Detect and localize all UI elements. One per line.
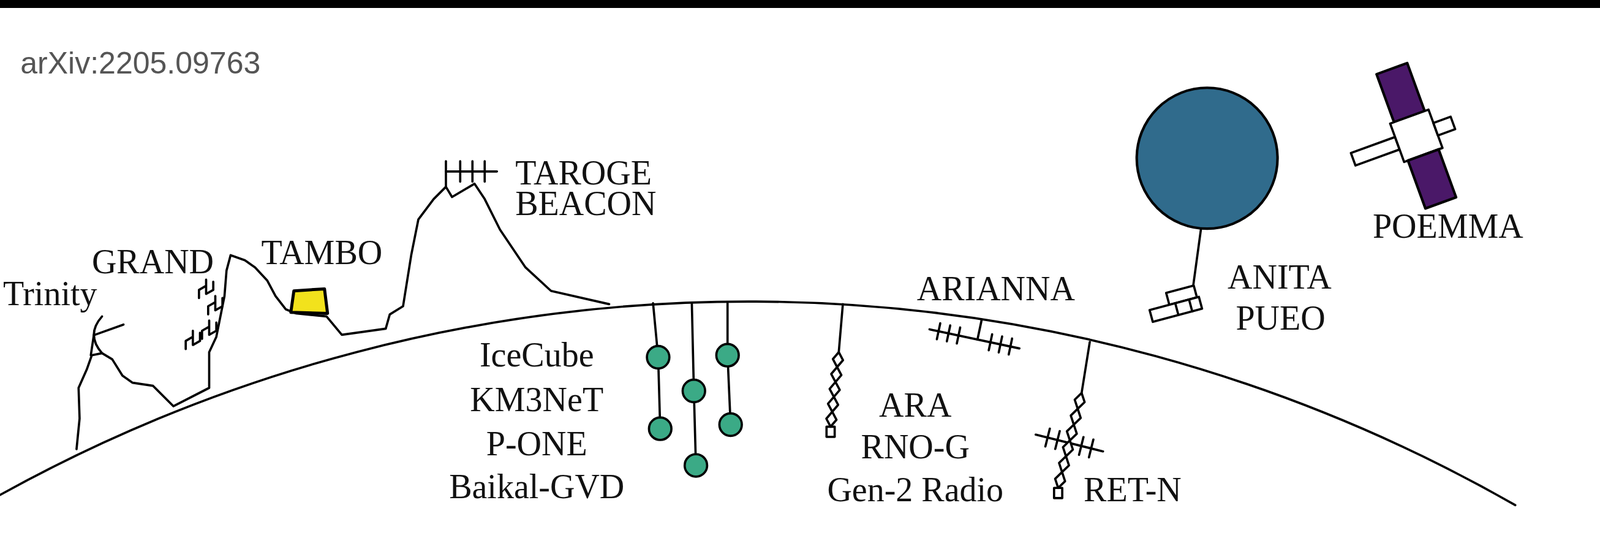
- ret-n-label: RET-N: [1083, 471, 1182, 510]
- twisted-cable: [1062, 440, 1073, 457]
- twisted-cable: [826, 411, 837, 427]
- tambo-detector: [290, 288, 328, 314]
- tambo-label: TAMBO: [260, 233, 383, 272]
- twisted-cable: [1067, 424, 1077, 441]
- twisted-cable: [829, 381, 840, 397]
- grand-label: GRAND: [91, 243, 214, 282]
- twisted-cable: [833, 352, 844, 367]
- twisted-cable: [831, 366, 842, 382]
- twisted-cable: [828, 396, 839, 412]
- trinity-telescope: [90, 316, 124, 355]
- twisted-cable: [1055, 471, 1066, 488]
- rno-g-label: RNO-G: [861, 428, 970, 467]
- arxiv-id: arXiv:2205.09763: [20, 46, 261, 81]
- in-ice-radio-string: [826, 303, 843, 437]
- twisted-cable: [1074, 392, 1085, 409]
- top-bar: [0, 0, 1600, 8]
- pueo-label: PUEO: [1235, 299, 1325, 338]
- arianna-antenna: [928, 309, 1024, 357]
- optical-strings: [646, 303, 742, 477]
- trinity-label: Trinity: [3, 275, 98, 314]
- mountain-profile: [76, 183, 610, 450]
- gen2-radio-label: Gen-2 Radio: [826, 471, 1004, 510]
- arianna-label: ARIANNA: [916, 270, 1076, 309]
- anita-label: ANITA: [1227, 258, 1332, 297]
- ara-label: ARA: [879, 386, 952, 425]
- km3net-label: KM3NeT: [469, 381, 604, 419]
- twisted-cable: [1070, 408, 1081, 425]
- p-one-label: P-ONE: [486, 425, 588, 464]
- poemma-satellite: [1328, 55, 1478, 226]
- baikal-label: Baikal-GVD: [449, 467, 625, 506]
- icecube-label: IceCube: [479, 336, 595, 375]
- taroge-antenna: [445, 161, 497, 188]
- twisted-cable: [1059, 456, 1069, 473]
- grand-antennas: [185, 279, 223, 349]
- beacon-label: BEACON: [515, 184, 657, 223]
- poemma-label: POEMMA: [1372, 207, 1524, 246]
